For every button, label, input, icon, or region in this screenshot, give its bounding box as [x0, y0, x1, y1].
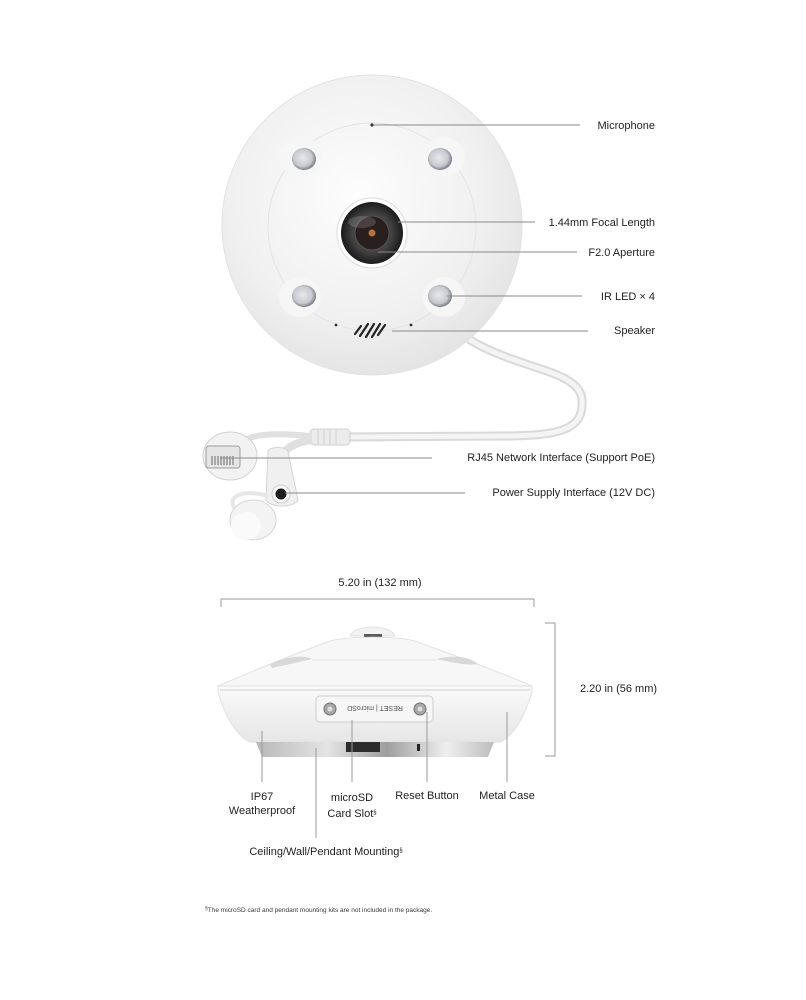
panel-text: RESET | microSD	[347, 704, 403, 711]
rj45-connector	[202, 431, 258, 481]
ir-led-icon	[423, 277, 465, 317]
width-dimension-label: 5.20 in (132 mm)	[338, 577, 422, 589]
callout-microsd-slot: microSD Card Slot§	[327, 792, 377, 820]
callout-aperture: F2.0 Aperture	[588, 247, 655, 259]
callout-metal-case: Metal Case	[479, 790, 535, 802]
microphone-hole-icon	[370, 123, 374, 127]
footnote: §The microSD card and pendant mounting k…	[205, 906, 433, 914]
callout-rj45: RJ45 Network Interface (Support PoE)	[467, 452, 655, 464]
height-dimension-bracket	[545, 622, 556, 757]
ir-led-icon	[279, 137, 321, 177]
callout-power-supply: Power Supply Interface (12V DC)	[492, 487, 655, 499]
ir-led-icon	[279, 277, 321, 317]
front-leader-lines	[220, 124, 588, 494]
speaker-grille-icon	[353, 322, 387, 339]
callout-speaker: Speaker	[614, 325, 655, 337]
side-leader-lines	[261, 712, 508, 838]
callout-ip67: IP67 Weatherproof	[228, 791, 296, 817]
cable	[243, 335, 587, 463]
callout-ir-led: IR LED × 4	[600, 291, 655, 303]
callout-reset-button: Reset Button	[395, 790, 459, 802]
callout-focal-length: 1.44mm Focal Length	[548, 217, 655, 229]
lens-icon	[336, 197, 408, 269]
callout-mounting: Ceiling/Wall/Pendant Mounting§	[249, 846, 403, 858]
camera-side-body: RESET | microSD	[217, 626, 533, 757]
width-dimension-bracket	[220, 598, 535, 607]
height-dimension-label: 2.20 in (56 mm)	[580, 683, 658, 695]
camera-front-body	[221, 74, 523, 376]
ir-led-icon	[423, 137, 465, 177]
callout-microphone: Microphone	[597, 120, 655, 132]
power-connector	[229, 447, 299, 541]
